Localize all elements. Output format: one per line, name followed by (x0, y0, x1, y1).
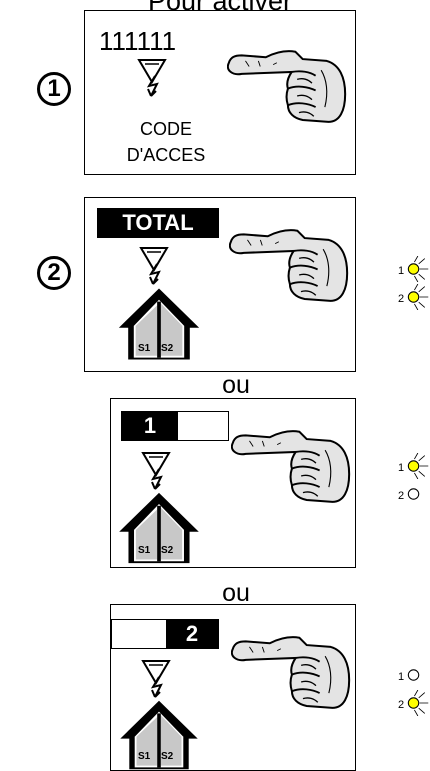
house-sector-1: S1 (138, 545, 151, 556)
arrow-down-icon (137, 57, 167, 99)
code-label-line1: CODE (139, 119, 192, 139)
separator-or: ou (222, 371, 250, 399)
key-partial-2: 2 (111, 619, 219, 649)
led-label-1: 1 (398, 265, 405, 277)
key-partial-1-label: 1 (122, 412, 178, 440)
led-label-2: 2 (398, 490, 405, 502)
house-icon (117, 491, 201, 565)
step-2-badge: 2 (37, 256, 71, 290)
partial-1-panel: 1 S1 S2 (110, 398, 356, 568)
house-sector-2: S2 (161, 343, 174, 354)
led-label-2: 2 (398, 699, 405, 711)
house-sector-2: S2 (161, 751, 174, 762)
key-partial-2-blank (112, 620, 166, 648)
led-icon (404, 481, 430, 507)
house-sector-1: S1 (138, 751, 151, 762)
code-label-line2: D'ACCES (126, 145, 206, 165)
led-label-1: 1 (398, 671, 405, 683)
arrow-down-icon (139, 246, 169, 286)
key-partial-2-label: 2 (166, 620, 218, 648)
house-icon (117, 699, 201, 771)
led-icon (404, 284, 430, 310)
arrow-down-icon (141, 659, 171, 699)
total-key-label: TOTAL (98, 209, 218, 237)
partial-2-panel: 2 S1 S2 (110, 604, 356, 771)
arrow-down-icon (141, 451, 171, 491)
step-1-badge: 1 (37, 72, 71, 106)
house-sector-1: S1 (138, 343, 151, 354)
step-2-panel: TOTAL S1 S2 (84, 197, 356, 372)
hand-pointing-icon (229, 220, 349, 306)
separator-or: ou (222, 579, 250, 607)
house-icon (117, 286, 201, 362)
step-1-panel: 111111 CODE D'ACCES (84, 10, 356, 175)
access-code: 111111 (99, 26, 177, 56)
hand-pointing-icon (227, 41, 347, 127)
led-label-2: 2 (398, 293, 405, 305)
led-label-1: 1 (398, 462, 405, 474)
total-key: TOTAL (97, 208, 219, 238)
led-icon (404, 690, 430, 716)
led-icon (404, 256, 430, 282)
key-partial-1-blank (178, 412, 228, 440)
key-partial-1: 1 (121, 411, 229, 441)
led-icon (404, 453, 430, 479)
house-sector-2: S2 (161, 545, 174, 556)
led-icon (404, 662, 430, 688)
hand-pointing-icon (231, 421, 351, 507)
hand-pointing-icon (231, 627, 351, 713)
